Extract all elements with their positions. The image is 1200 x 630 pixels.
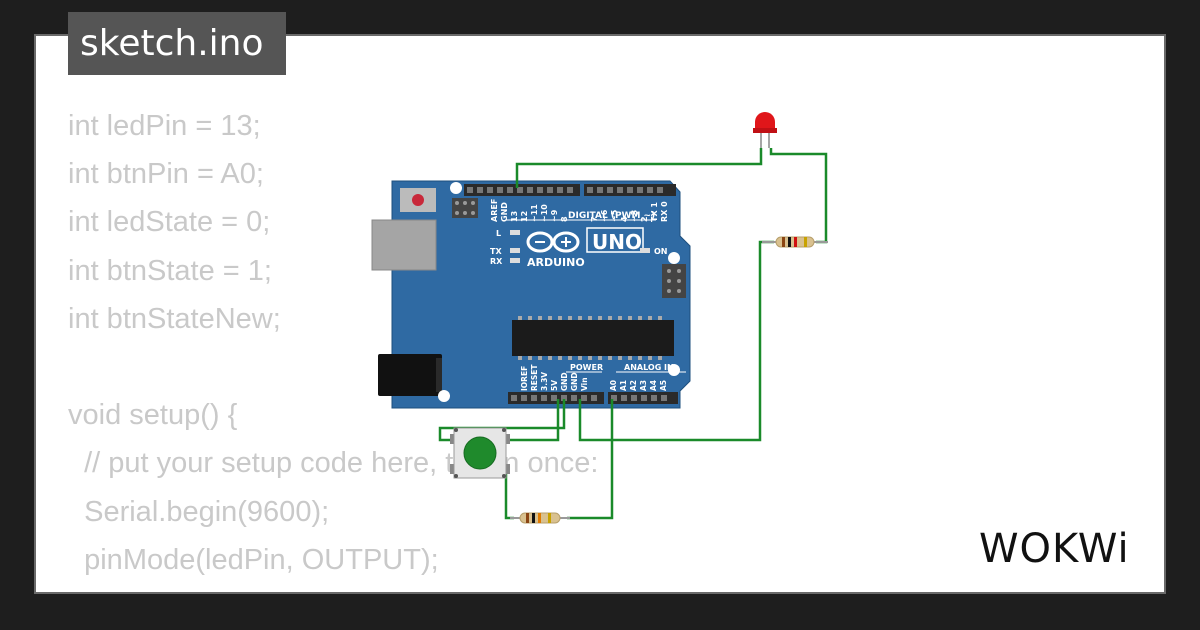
uno-label: UNO [592,230,642,254]
top-pin-label: 13 [510,211,519,222]
code-line: int btnPin = A0; [68,158,264,191]
analog-label: ANALOG IN [624,363,674,372]
top-pin-label: TX 1 [650,202,659,222]
code-line: void setup() { [68,399,238,432]
power-label: POWER [570,363,603,372]
bottom-pin-label: 5V [550,380,559,391]
top-pin-label: 7 [590,216,599,222]
on-led-label: ON [654,247,668,256]
bottom-pin-label: GND [570,372,579,391]
red-led[interactable] [753,112,777,148]
top-pin-label: ~5 [610,209,619,222]
code-line: pinMode(btnPin, INPUT); [68,584,598,593]
top-pin-label: 2 [640,216,649,222]
top-pin-label: 12 [520,211,529,222]
top-pin-label: RX 0 [660,201,669,222]
l-led-label: L [496,229,501,238]
bottom-pin-label: 3.3V [540,372,549,391]
wokwi-logo-icon: WOKWi [979,526,1130,572]
code-line: int btnStateNew; [68,302,281,335]
top-pin-label: GND [500,202,509,222]
file-tab[interactable]: sketch.ino [68,12,286,75]
bottom-pin-label: Vin [580,377,589,391]
top-pin-label: ~9 [550,209,559,222]
code-line: pinMode(ledPin, OUTPUT); [68,543,439,576]
bottom-pin-label: A1 [619,380,628,391]
resistor-led[interactable] [762,236,828,248]
digital-label: DIGITAL (PWM ~) [568,211,655,221]
top-pin-label: ~10 [540,204,549,222]
resistor-button[interactable] [510,512,570,524]
code-line: Serial.begin(9600); [68,495,330,528]
bottom-pin-label: A0 [609,380,618,391]
code-line: int btnState = 1; [68,254,272,287]
canvas-card: int ledPin = 13; int btnPin = A0; int ledS… [34,34,1166,594]
bottom-pin-label: IOREF [520,366,529,391]
bottom-pin-label: A3 [639,380,648,391]
usb-connector [371,219,437,271]
bottom-pin-label: A4 [649,380,658,391]
arduino-label: ARDUINO [527,256,585,269]
push-button[interactable] [450,427,510,479]
arduino-logo-icon [526,231,580,253]
top-pin-label: ~3 [630,210,639,222]
bottom-pin-label: A5 [659,380,668,391]
top-pin-label: 8 [560,216,569,222]
tx-led-label: TX [490,247,502,256]
bottom-pin-label: GND [560,372,569,391]
top-pin-label: ~11 [530,204,539,222]
power-jack [378,354,442,396]
top-pin-label: 4 [620,216,629,222]
bottom-pin-label: A2 [629,380,638,391]
svg-text:WOKWi: WOKWi [979,526,1130,572]
code-line: int ledPin = 13; [68,110,261,142]
code-line: int ledState = 0; [68,206,271,239]
rx-led-label: RX [490,257,503,266]
atmega-chip [512,320,674,356]
top-pin-label: AREF [490,199,499,222]
wokwi-logo: WOKWi [979,524,1149,579]
bottom-pin-label: RESET [530,364,539,391]
top-pin-label: ~6 [600,209,609,222]
